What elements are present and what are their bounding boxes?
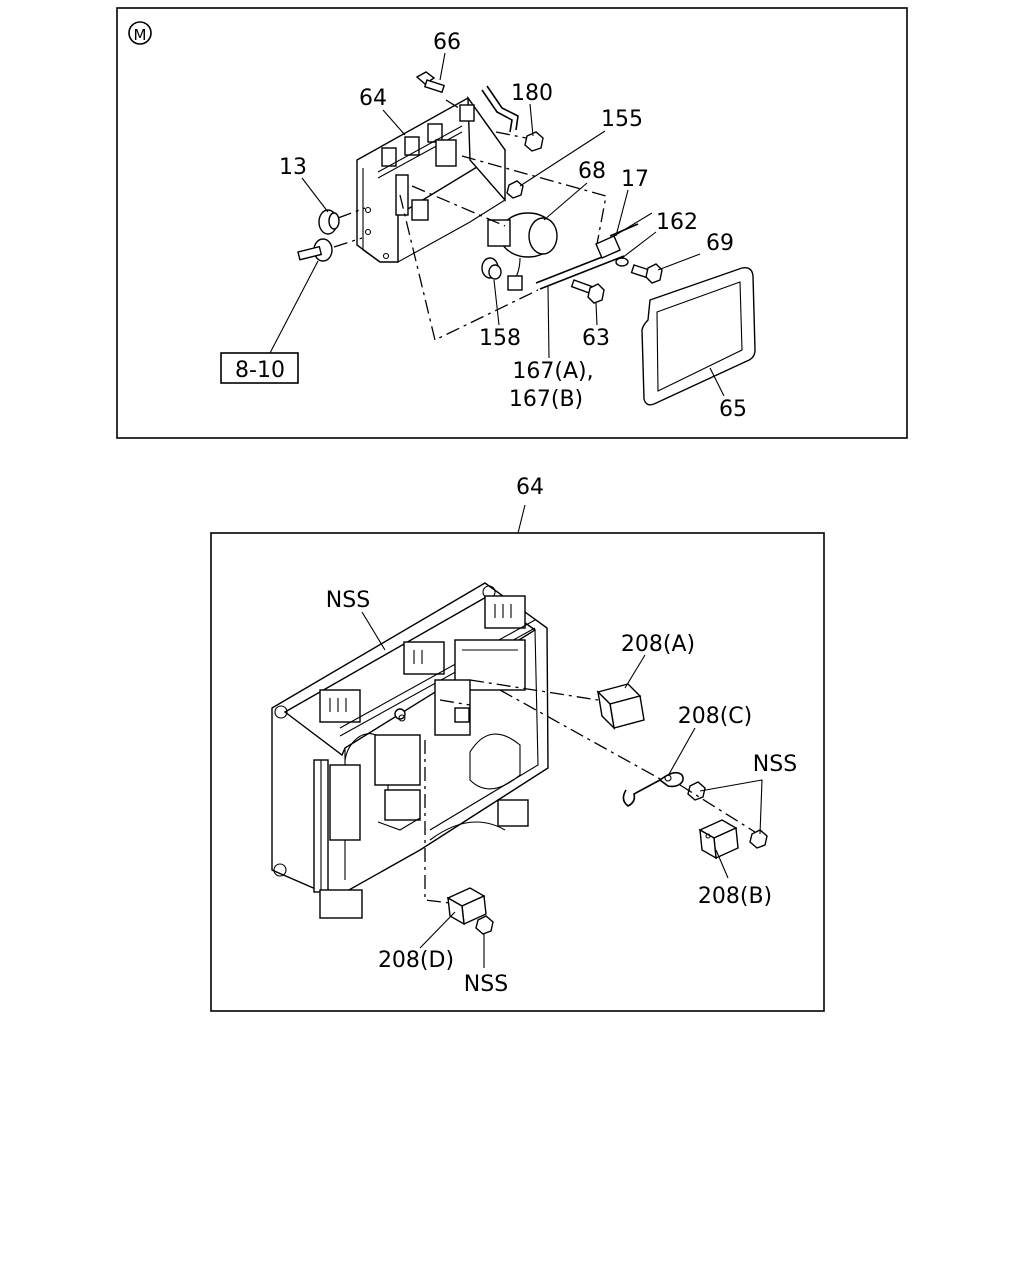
nut-nss-right-1	[687, 781, 706, 801]
lower-detail-view: 64	[210, 475, 825, 1012]
grommet-13	[318, 209, 340, 235]
cover-65	[641, 266, 756, 406]
dashline-13	[337, 207, 366, 219]
dashline-8-10	[333, 237, 363, 248]
callout-162: 162	[656, 210, 698, 235]
callout-13: 13	[279, 155, 307, 180]
nut-155	[506, 180, 524, 199]
clip-wire	[481, 85, 519, 133]
dashline-nss	[439, 699, 471, 706]
nut-nss-right-2	[749, 829, 768, 849]
washer-162	[615, 257, 629, 267]
callout-17: 17	[621, 167, 649, 192]
detail-title-64: 64	[516, 475, 544, 500]
cap-208a	[596, 683, 645, 731]
bolt-69	[630, 263, 663, 284]
callout-167b: 167(B)	[509, 387, 583, 412]
callout-180: 180	[511, 81, 553, 106]
callout-64-upper: 64	[359, 86, 387, 111]
bracket-208b	[698, 819, 739, 860]
dashline-180	[495, 131, 527, 139]
section-mark-letter: M	[134, 26, 147, 44]
section-mark-circle	[128, 21, 152, 45]
callout-nss-bottom: NSS	[464, 972, 508, 997]
callout-208a: 208(A)	[621, 632, 695, 657]
relay-68	[487, 212, 558, 291]
callout-208b: 208(B)	[698, 884, 772, 909]
callout-nss-right: NSS	[753, 752, 797, 777]
reference-box-label: 8-10	[235, 358, 285, 383]
upper-leader-lines	[269, 52, 725, 397]
callout-65: 65	[719, 397, 747, 422]
dashline-upper-rod	[461, 155, 607, 245]
callout-63: 63	[582, 326, 610, 351]
nut-nss-bottom	[475, 915, 494, 935]
bolt-66	[415, 71, 446, 94]
screw-8-10	[297, 238, 333, 262]
grommet-158	[481, 257, 502, 280]
callout-66: 66	[433, 30, 461, 55]
lower-panel-frame	[210, 532, 825, 1012]
reference-box	[220, 352, 299, 384]
dashline-lower-rod	[399, 194, 539, 341]
dashline-208c	[499, 689, 663, 781]
dashline-relay	[411, 185, 506, 227]
callout-167a: 167(A),	[512, 359, 593, 384]
callout-158: 158	[479, 326, 521, 351]
bracket-208d	[446, 887, 487, 926]
callout-68: 68	[578, 159, 606, 184]
upper-exploded-view: M	[116, 7, 908, 439]
bolt-63	[570, 279, 605, 304]
callout-208c: 208(C)	[678, 704, 753, 729]
callout-nss-top: NSS	[326, 588, 370, 613]
dashline-208a	[469, 679, 599, 701]
housing-64-detail	[271, 582, 549, 919]
callout-69: 69	[706, 231, 734, 256]
rod-167	[535, 235, 625, 290]
link-208c	[622, 772, 684, 807]
housing-64-upper	[356, 95, 507, 263]
callout-155: 155	[601, 107, 643, 132]
detail-title-leader	[517, 504, 526, 534]
upper-panel-frame	[116, 7, 908, 439]
dashline-66	[445, 99, 463, 111]
dashline-208b	[679, 784, 756, 833]
callout-208d: 208(D)	[378, 948, 454, 973]
nut-180	[524, 131, 544, 152]
lower-leader-lines	[361, 611, 763, 968]
